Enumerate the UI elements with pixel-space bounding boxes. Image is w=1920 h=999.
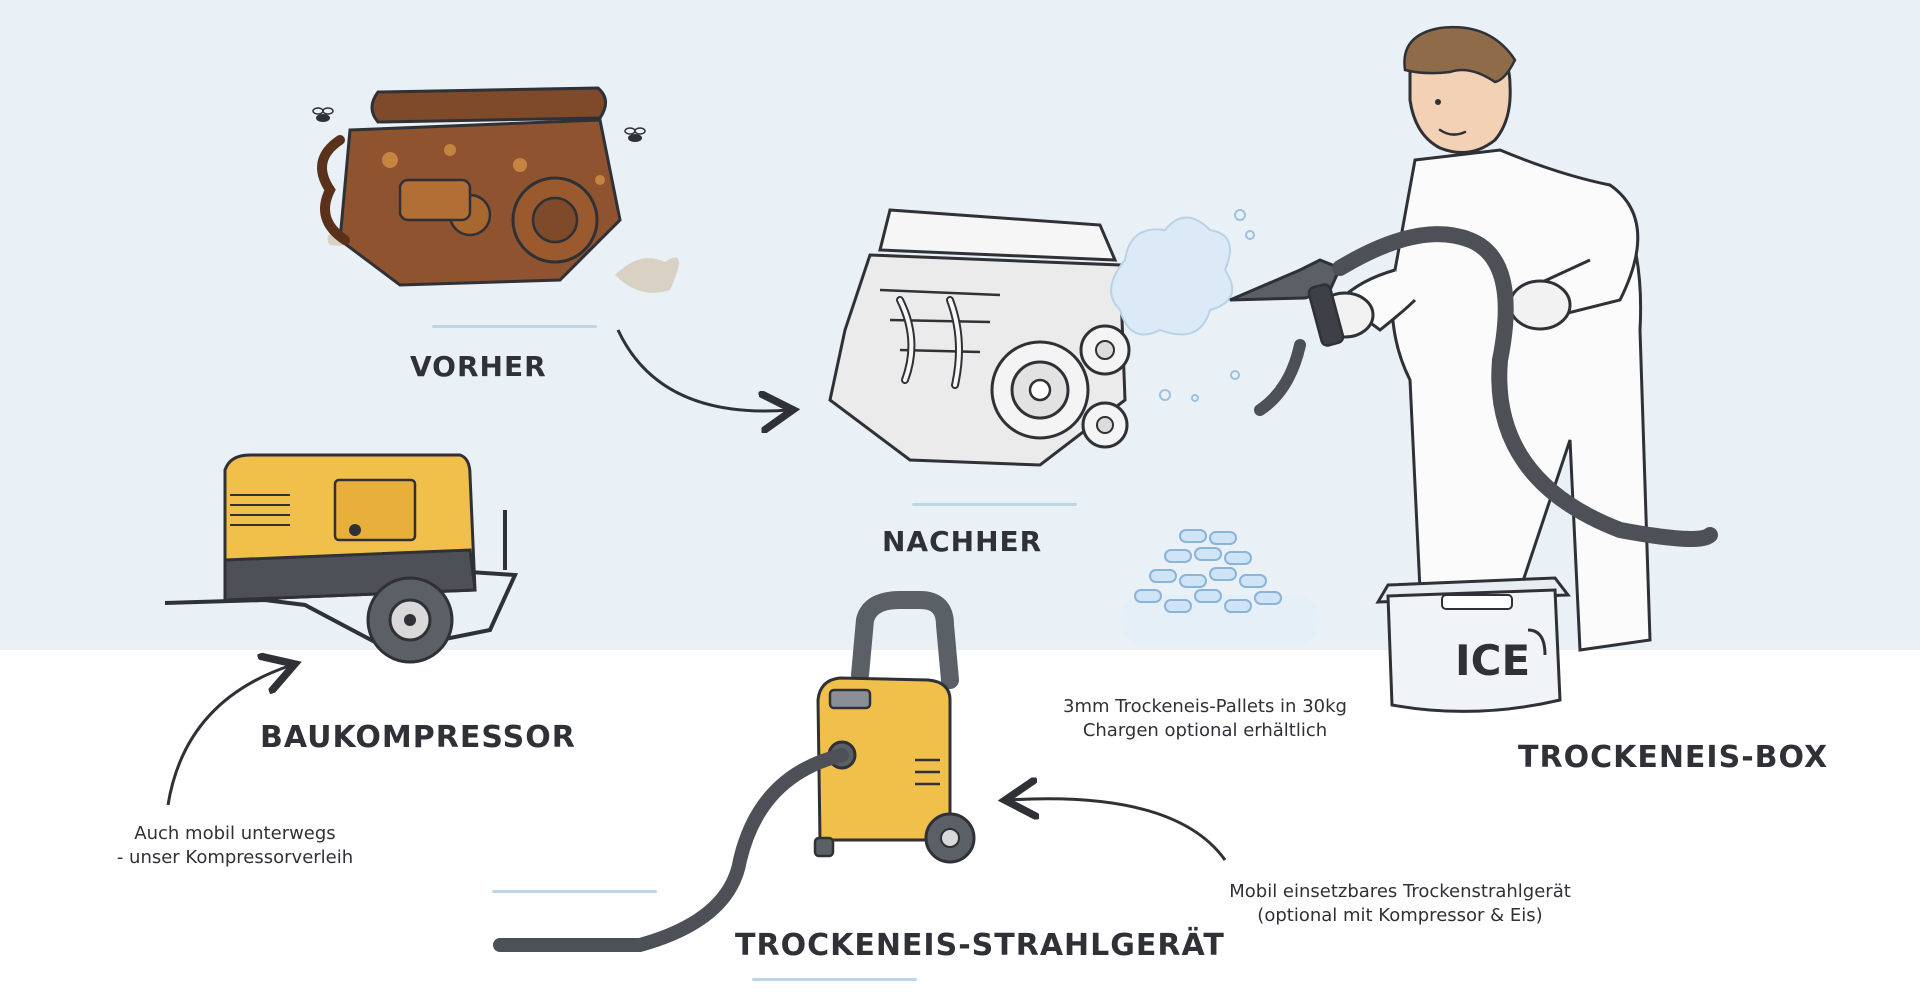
blast-gun: [1229, 226, 1718, 547]
compressor-trailer: [164, 453, 519, 664]
caption-pellets-line1: 3mm Trockeneis-Pallets in 30kg: [1063, 696, 1347, 717]
clean-engine: [828, 208, 1131, 467]
arrow-to-blaster: [1008, 799, 1227, 861]
dust-cloud-icon: [615, 257, 679, 293]
worker-figure: [1315, 25, 1652, 652]
arrow-before-to-after: [616, 329, 790, 411]
flies-icon: [312, 107, 646, 142]
ice-box-text: ICE: [1455, 636, 1530, 685]
label-before: VORHER: [410, 350, 547, 383]
rule-before: [432, 325, 597, 328]
dry-ice-blaster: [493, 591, 976, 952]
caption-compressor-line2: - unser Kompressorverleih: [116, 847, 354, 868]
label-after: NACHHER: [882, 525, 1043, 558]
ice-box: ICE: [1375, 576, 1571, 713]
rule-after: [912, 503, 1077, 506]
label-compressor: BAUKOMPRESSOR: [260, 720, 576, 755]
wheel-icon: [924, 812, 976, 864]
frost-cloud-icon: [1110, 209, 1255, 402]
caption-pellets-line2: Chargen optional erhältlich: [1082, 720, 1328, 741]
dirty-engine: [312, 86, 679, 293]
rule-blaster-bottom: [752, 978, 917, 981]
wheel-icon: [366, 576, 454, 664]
arrow-to-compressor: [166, 665, 292, 806]
dry-ice-pellets-icon: [1120, 529, 1320, 645]
label-ice-box: TROCKENEIS-BOX: [1518, 740, 1829, 775]
caption-blaster-line1: Mobil einsetzbares Trockenstrahlgerät: [1229, 881, 1571, 902]
caption-blaster-line2: (optional mit Kompressor & Eis): [1257, 905, 1543, 926]
caption-compressor: Auch mobil unterwegs - unser Kompressorv…: [95, 822, 375, 870]
caption-pellets: 3mm Trockeneis-Pallets in 30kg Chargen o…: [1035, 695, 1375, 743]
label-blaster: TROCKENEIS-STRAHLGERÄT: [735, 928, 1225, 963]
caption-compressor-line1: Auch mobil unterwegs: [134, 823, 336, 844]
rule-blaster-left: [492, 890, 657, 893]
caption-blaster: Mobil einsetzbares Trockenstrahlgerät (o…: [1210, 880, 1590, 928]
